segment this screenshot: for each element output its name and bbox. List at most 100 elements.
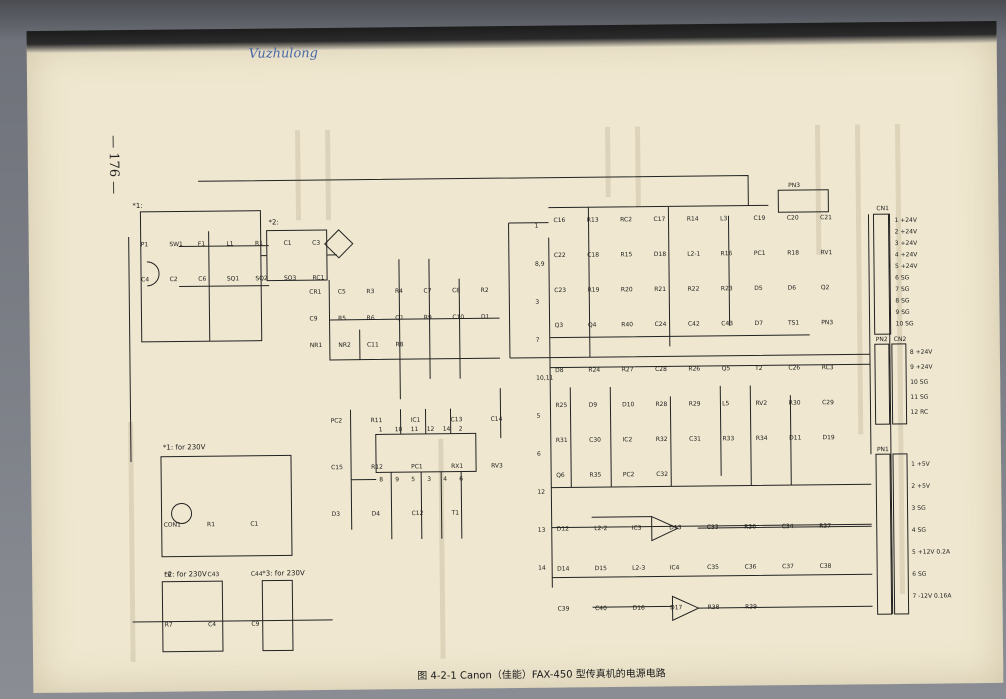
connector-pin-label: 7 -12V 0.16A (912, 592, 952, 599)
component-designator: D10 (622, 401, 635, 408)
component-designator: R23 (721, 285, 733, 292)
component-designator: D17 (670, 604, 683, 611)
component-designator: C3 (312, 240, 320, 247)
connector-pin-label: 10 SG (896, 320, 914, 327)
connector-pin-label: 6 SG (912, 571, 927, 578)
component-designator: C38 (820, 563, 832, 570)
component-designator: C16 (553, 217, 565, 224)
ic-pin-number: 11 (411, 426, 419, 433)
component-designator: D1 (481, 314, 490, 321)
component-designator: IC1 (411, 417, 421, 424)
component-designator: C18 (587, 252, 599, 259)
component-designator: R29 (689, 401, 701, 408)
component-designator: R24 (588, 367, 600, 374)
component-designator: D6 (788, 285, 797, 292)
component-designator: C6 (198, 276, 206, 283)
ic-pin-number: 2 (459, 426, 463, 433)
component-designator: R31 (556, 437, 568, 444)
component-designator: IC3 (632, 525, 642, 532)
component-designator: PC2 (623, 471, 635, 478)
transformer-pin-number: 13 (538, 527, 546, 534)
component-designator: R15 (621, 251, 633, 258)
component-designator: C32 (656, 471, 668, 478)
component-designator: Q3 (555, 322, 564, 329)
connector-pin-label: 3 SG (912, 505, 927, 512)
component-designator: C2 (170, 276, 178, 283)
component-designator: R26 (688, 366, 700, 373)
component-designator: R37 (819, 523, 831, 530)
power-supply-schematic: *1: *1: for 230V *2: for 230V *3: for 23… (128, 123, 952, 663)
component-designator: C36 (745, 563, 757, 570)
component-designator: C1 (250, 521, 258, 528)
component-designator: R33 (722, 435, 734, 442)
connector-pin-label: 4 SG (912, 527, 927, 534)
ic-pin-number: 9 (395, 476, 399, 483)
component-designator: D11 (789, 435, 802, 442)
component-designator: R18 (787, 250, 799, 257)
component-designator: Q5 (722, 365, 731, 372)
component-designator: C20 (787, 215, 799, 222)
variant-label: *2: for 230V (164, 570, 207, 578)
component-designator: R21 (654, 286, 666, 293)
connector-pin-label: 1 +24V (894, 217, 917, 224)
component-designator: IC2 (622, 436, 632, 443)
component-designator: L6 (164, 572, 171, 579)
component-designator: PC1 (754, 250, 766, 257)
component-designator: C33 (707, 524, 719, 531)
bleed-through-text (128, 123, 905, 663)
component-designator: C9 (251, 621, 259, 628)
component-designator: R3 (366, 288, 374, 295)
component-designator: C26 (788, 365, 800, 372)
component-designator: C44 (251, 571, 263, 578)
connector-title: PN2 (876, 336, 888, 343)
component-designator: Q2 (821, 284, 830, 291)
component-designator: R22 (688, 286, 700, 293)
component-designator: C30 (589, 437, 601, 444)
component-designator: R5 (338, 315, 346, 322)
component-designator: RC3 (822, 364, 834, 371)
component-designator: L2-3 (632, 565, 645, 572)
component-designator: R11 (371, 417, 383, 424)
component-designator: R34 (756, 435, 768, 442)
component-designator: D14 (557, 565, 570, 572)
component-designator: L3 (720, 215, 727, 222)
transformer-pin-number: 10,11 (536, 375, 553, 382)
component-designator: C8 (452, 287, 460, 294)
connector-pin-label: 7 SG (895, 286, 910, 293)
component-designator: C17 (653, 216, 665, 223)
component-designator: NR2 (338, 342, 351, 349)
book-page: Vuzhulong — 176 — (26, 20, 1004, 694)
component-designator: C11 (367, 341, 379, 348)
connector-pin-label: 2 +24V (895, 228, 918, 235)
component-designator: P1 (141, 241, 149, 248)
component-designator: L5 (722, 400, 729, 407)
component-designator: R28 (655, 401, 667, 408)
component-designator: C37 (782, 563, 794, 570)
component-designator: Q6 (556, 472, 565, 479)
ic-pin-number: 4 (443, 476, 447, 483)
component-designator: C7 (423, 288, 431, 295)
component-designator: C19 (753, 215, 765, 222)
ic-pin-number: 5 (411, 476, 415, 483)
variant-label: *3: for 230V (262, 569, 305, 577)
component-designator: D4 (372, 510, 381, 517)
ic-pin-number: 3 (427, 476, 431, 483)
component-designator: L2-2 (594, 525, 607, 532)
component-designator: SQ3 (284, 275, 297, 282)
component-designator: R7 (165, 622, 173, 629)
component-designator: RC2 (620, 216, 632, 223)
component-designator: C34 (782, 523, 794, 530)
schematic-wiring (128, 175, 910, 653)
component-designator: C43 (207, 571, 219, 578)
component-designator: SQ2 (255, 275, 268, 282)
component-designator: C22 (554, 252, 566, 259)
transformer-pin-number: 6 (537, 451, 541, 458)
component-designator: D12 (557, 525, 570, 532)
component-designator: R1 (207, 521, 215, 528)
component-designator: T2 (754, 365, 763, 372)
component-designator: R16 (720, 250, 732, 257)
component-designator: RV1 (820, 249, 832, 256)
component-designator: CR1 (309, 289, 321, 296)
component-designator: RV2 (755, 400, 767, 407)
connector-pin-label: 10 SG (910, 379, 928, 386)
